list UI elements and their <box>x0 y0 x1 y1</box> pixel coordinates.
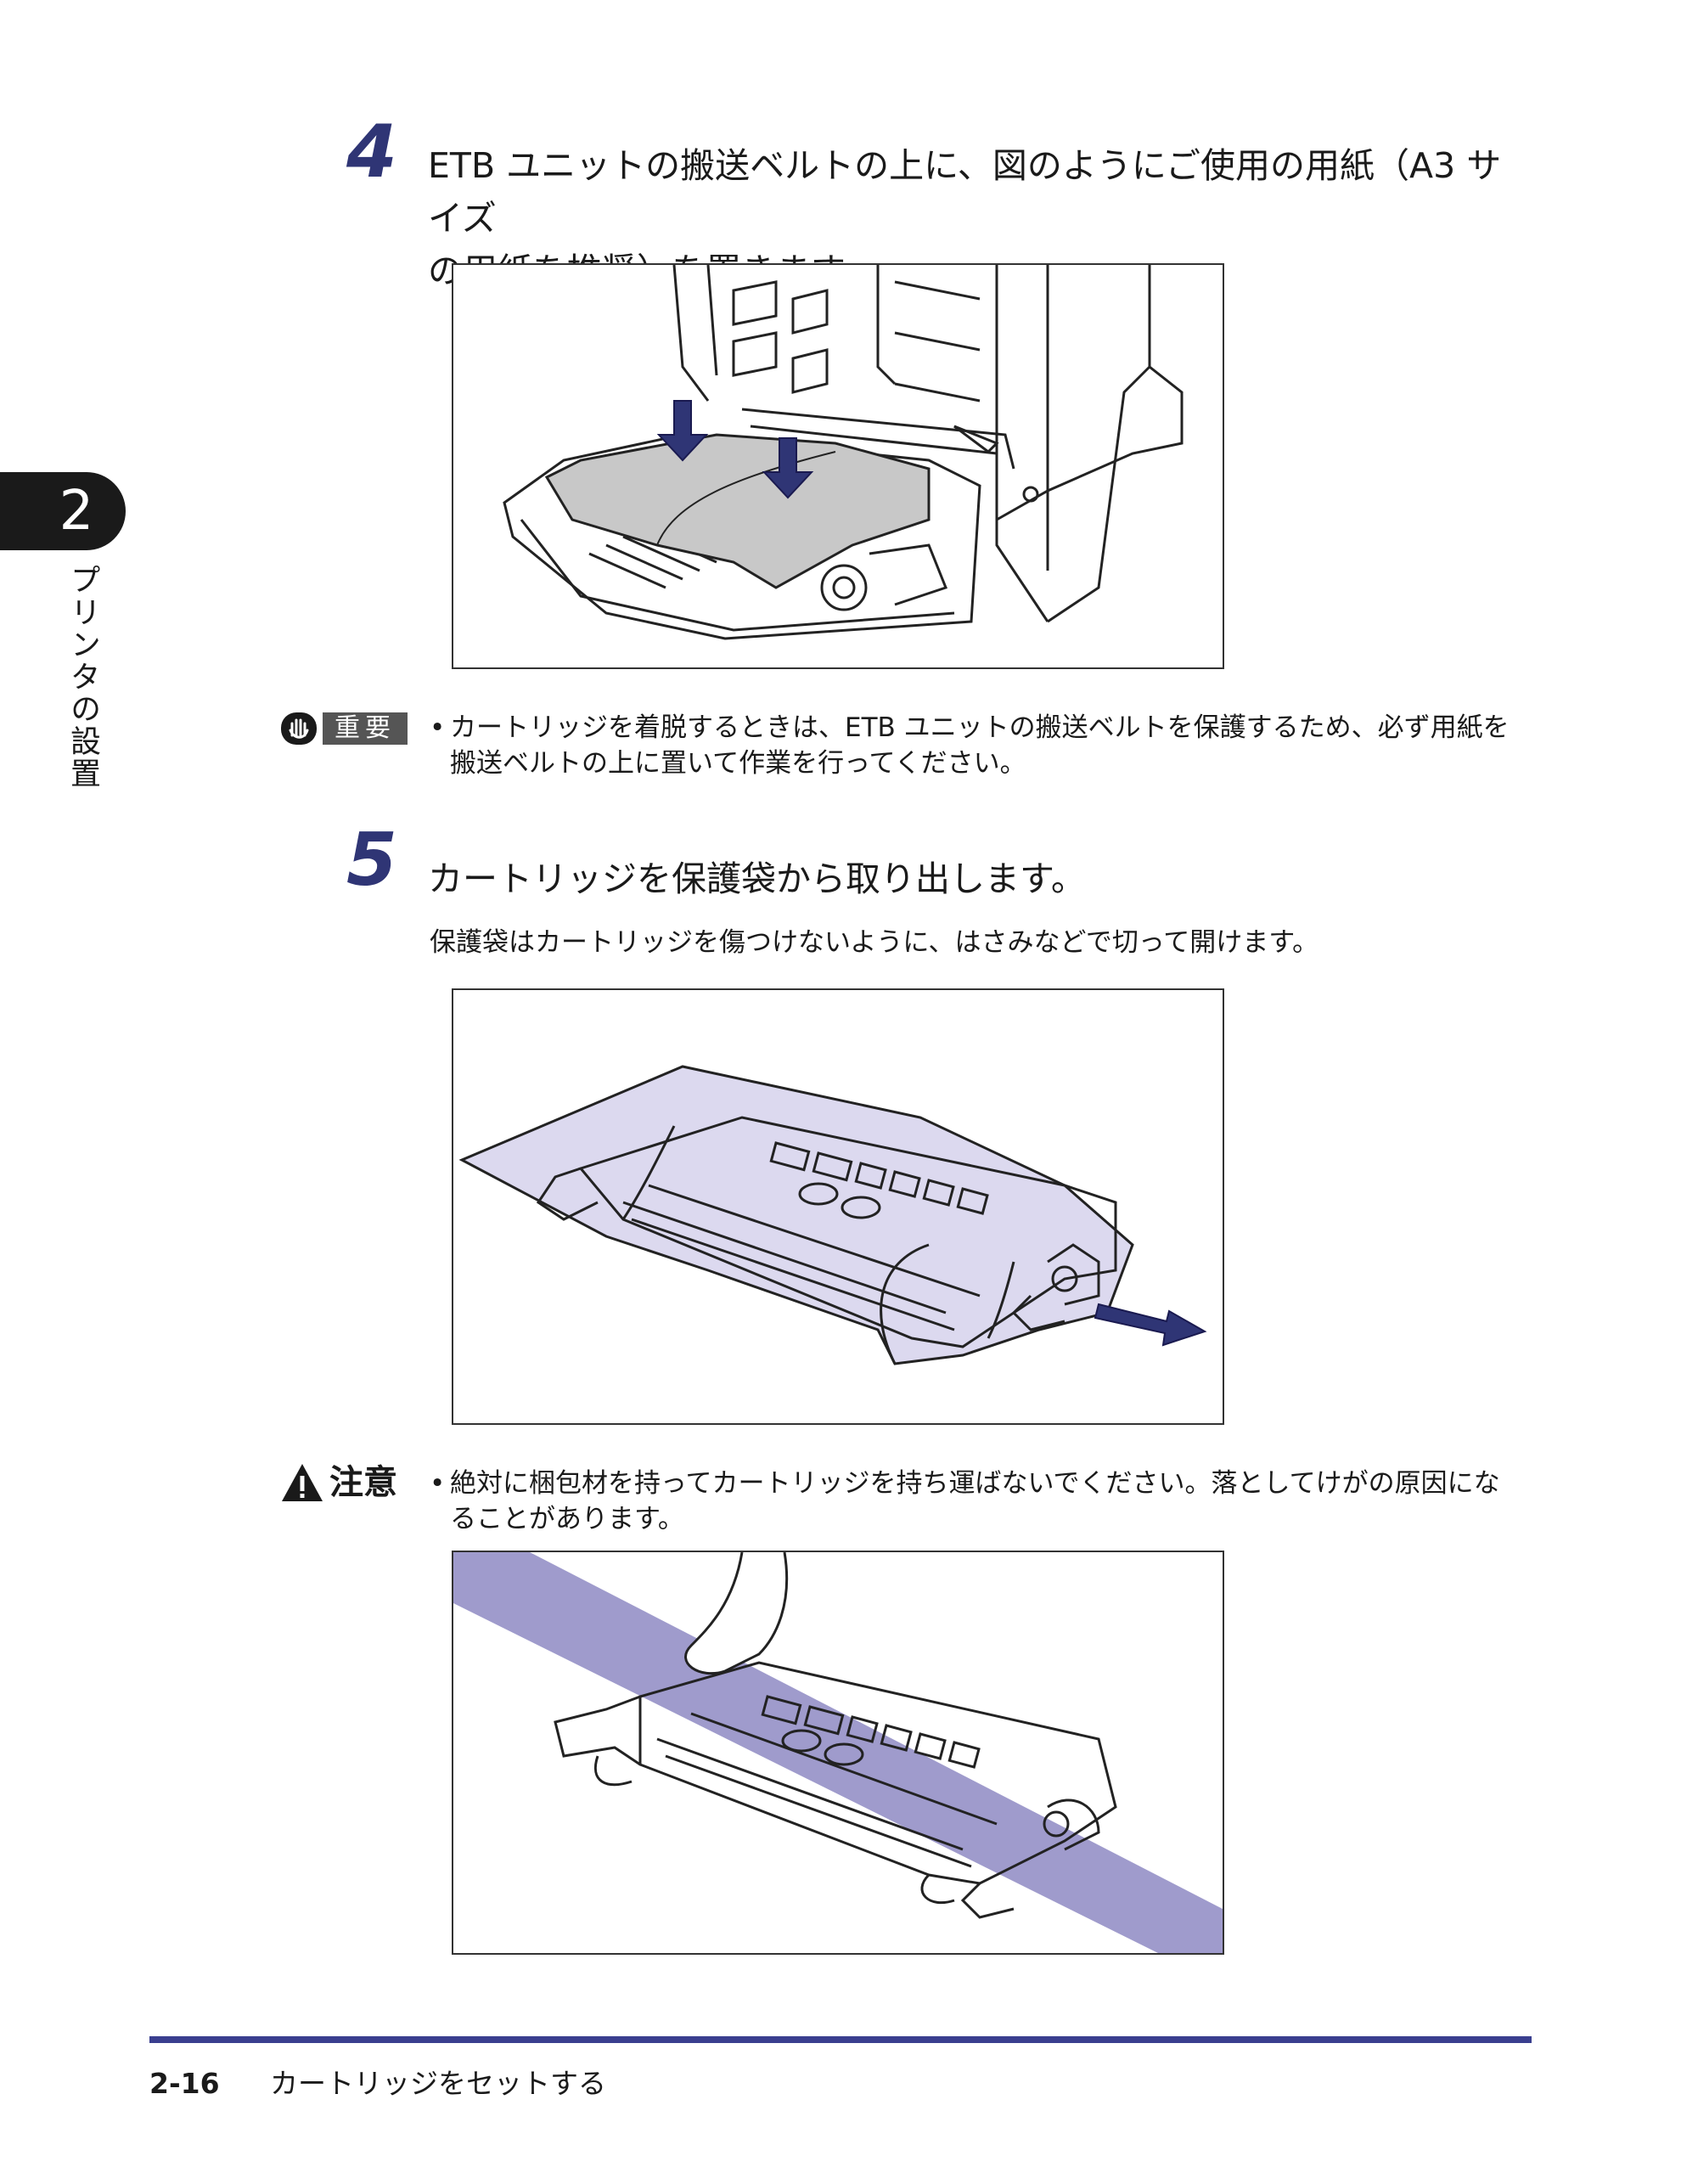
hand-icon <box>281 712 317 745</box>
cartridge-bag-illustration <box>458 1065 1207 1365</box>
cartridge-outline <box>536 1116 1117 1348</box>
printer-illustration <box>503 265 1184 640</box>
footer-rule <box>149 2036 1532 2043</box>
pull-arrow-icon <box>1094 1303 1207 1347</box>
important-text: •カートリッジを着脱するときは、ETB ユニットの搬送ベルトを保護するため、必ず… <box>430 710 1550 781</box>
step-4-number: 4 <box>346 110 397 194</box>
important-text-line2: 搬送ベルトの上に置いて作業を行ってください。 <box>450 748 1026 779</box>
caution-badge: 注意 <box>280 1462 397 1503</box>
important-text-line1: カートリッジを着脱するときは、ETB ユニットの搬送ベルトを保護するため、必ず用… <box>450 712 1510 743</box>
prohibition-band <box>453 1552 1223 1953</box>
caution-text: •絶対に梱包材を持ってカートリッジを持ち運ばないでください。落としてけがの原因に… <box>430 1466 1550 1537</box>
warning-triangle-icon <box>282 1464 323 1501</box>
paper-sheet <box>544 433 931 589</box>
down-arrow-icon <box>656 400 814 499</box>
bullet: • <box>430 1468 446 1499</box>
figure-caution-carry <box>452 1551 1224 1955</box>
step-5-title: カートリッジを保護袋から取り出します。 <box>428 858 1086 899</box>
caution-text-line2: ることがあります。 <box>450 1504 684 1534</box>
step-5-number: 5 <box>346 818 397 903</box>
chapter-number: 2 <box>59 480 94 543</box>
caution-label: 注意 <box>329 1463 397 1502</box>
important-label: 重要 <box>323 712 408 745</box>
cartridge-outline <box>554 1552 1117 1919</box>
caution-carry-illustration <box>453 1552 1223 1953</box>
caution-text-line1: 絶対に梱包材を持ってカートリッジを持ち運ばないでください。落としてけがの原因にな <box>450 1468 1500 1499</box>
figure-printer-paper <box>452 263 1224 669</box>
step-4-title-line1: ETB ユニットの搬送ベルトの上に、図のようにご使用の用紙（A3 サイズ <box>428 145 1502 239</box>
footer-page-number: 2-16 <box>149 2067 220 2100</box>
protective-bag <box>458 1065 1134 1365</box>
chapter-title: プリンタの設置 <box>65 564 100 790</box>
bullet: • <box>430 712 446 743</box>
chapter-tab <box>0 472 126 550</box>
footer-section-title: カートリッジをセットする <box>270 2067 606 2100</box>
important-badge: 重要 <box>280 712 408 746</box>
step-5-description: 保護袋はカートリッジを傷つけないように、はさみなどで切って開けます。 <box>430 927 1319 958</box>
figure-cartridge-bag <box>452 988 1224 1425</box>
